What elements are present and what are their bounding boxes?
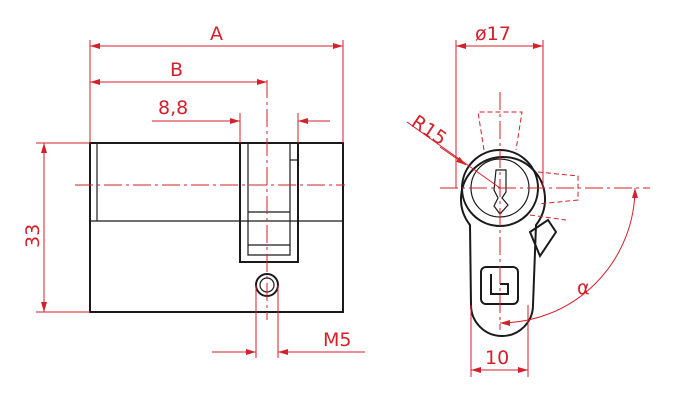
dimension-d17-label: ø17 <box>475 23 511 45</box>
dimension-r15-label: R15 <box>407 111 450 150</box>
cam-inner <box>247 143 291 256</box>
dimension-88-label: 8,8 <box>158 97 188 119</box>
front-body-outline <box>460 156 546 337</box>
dimension-r15-arrow <box>439 146 467 166</box>
keyway <box>493 169 509 215</box>
side-view: A B 8,8 33 M5 <box>22 23 365 358</box>
dimension-r15-leader <box>406 121 501 189</box>
front-view: ø17 R15 α 10 <box>406 23 650 377</box>
dimension-m5-label: M5 <box>323 329 351 351</box>
cylinder-body-outline <box>89 142 344 313</box>
cam-ghost-top <box>477 111 523 151</box>
dimension-a-label: A <box>210 23 223 45</box>
angle-alpha-label: α <box>577 277 590 299</box>
angle-alpha-arc <box>499 187 638 326</box>
dimension-33-label: 33 <box>22 224 44 248</box>
dimension-10-label: 10 <box>485 347 509 369</box>
cam-slot <box>239 143 299 263</box>
cam-arm <box>528 218 558 259</box>
dimension-b-label: B <box>170 59 183 81</box>
